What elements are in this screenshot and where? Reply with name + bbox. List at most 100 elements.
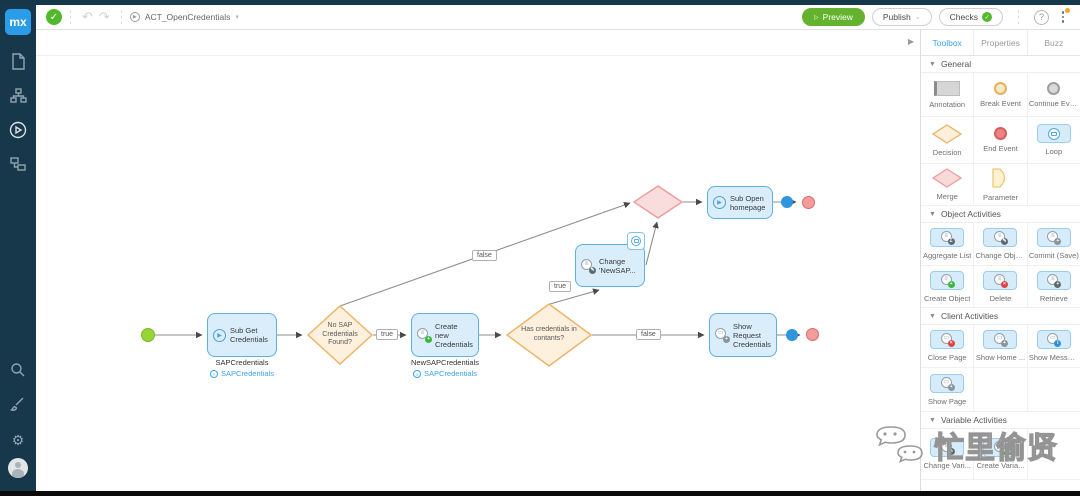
toolbox-item-annotation[interactable]: Annotation [921,73,975,117]
toolbox-item-change-variable[interactable]: ≡✎ Change Vari... [921,429,975,480]
section-general[interactable]: ▼ General [921,56,1080,73]
sidebar-item-settings[interactable]: ⚙ [0,423,36,457]
chevron-down-icon: ▼ [929,416,936,424]
aggregate-list-icon: ≡Σ [930,228,965,247]
section-title: Client Activities [940,311,999,321]
toolbox-item-delete[interactable]: ≡× Delete [974,266,1028,308]
toolbox-item-show-page[interactable]: ▭+ Show Page [921,368,975,412]
condition-label-false[interactable]: false [636,329,661,340]
sidebar-item-account[interactable] [0,457,36,491]
condition-label-true[interactable]: true [376,329,399,340]
condition-label-false[interactable]: false [472,250,497,261]
toolbox-item-decision[interactable]: Decision [921,117,975,164]
toolbox-item-show-home[interactable]: ▭+ Show Home ... [974,325,1028,368]
toolbox-item-aggregate-list[interactable]: ≡Σ Aggregate List [921,223,975,266]
toolbox-item-show-message[interactable]: ▭i Show Message [1027,325,1080,368]
section-object-activities[interactable]: ▼ Object Activities [921,206,1080,223]
toolbox-item-continue-event[interactable]: Continue Event [1027,73,1080,117]
sidebar-item-pages[interactable] [0,47,36,81]
checks-button[interactable]: Checks ✓ [938,8,1003,26]
window-bottom-strip [0,491,1080,496]
entity-link-label: SAPCredentials [221,369,274,378]
decision-has-credentials[interactable]: Has credentials in contants? [505,303,593,367]
activity-sub-get-credentials[interactable]: ▶ Sub Get Credentials [207,313,277,357]
variable-name: NewSAPCredentials [411,358,479,367]
activity-show-request-credentials[interactable]: ▭+ Show Request Credentials [709,313,777,357]
chevron-down-icon: ▾ [235,14,239,21]
entity-icon: ≡ [210,369,219,378]
breakpoint-dot[interactable] [786,329,798,341]
toolbox-item-create-variable[interactable]: ≡+ Create Varia... [974,429,1028,480]
toolbox-item-create-object[interactable]: ≡+ Create Object [921,266,975,308]
activity-create-new-credentials[interactable]: ≡+ Create new Credentials [411,313,479,357]
toolbox-item-commit-save[interactable]: ≡+ Commit (Save) [1027,223,1080,266]
activity-label: Create new Credentials [435,321,473,349]
merge-icon [932,168,963,188]
end-event[interactable] [806,328,819,341]
parameter-icon [992,168,1006,188]
entity-link[interactable]: ≡ SAPCredentials [400,369,490,378]
toolbox-item-merge[interactable]: Merge [921,164,975,206]
breakpoint-dot[interactable] [781,196,793,208]
checks-button-label: Checks [949,12,978,22]
continue-event-icon [1047,81,1061,95]
start-event[interactable] [141,328,155,342]
toolbox-item-parameter[interactable]: Parameter [974,164,1028,206]
chevron-down-icon: ⌄ [914,14,921,21]
show-message-icon: ▭i [1036,330,1071,349]
undo-icon[interactable]: ↶ [82,9,93,24]
chevron-down-icon: ▼ [929,312,936,320]
tab-properties[interactable]: Properties [974,30,1028,55]
microflow-canvas[interactable]: ▶ ▶ Sub Get Credentials SAPCredentials [36,30,920,491]
toolbox-item-break-event[interactable]: Break Event [974,73,1028,117]
section-title: General [940,59,972,69]
activity-label: Sub Open homepage [730,193,766,212]
redo-icon[interactable]: ↷ [98,9,110,24]
chevron-down-icon: ▼ [929,210,936,218]
notification-dot [1065,8,1070,13]
entity-link-label: SAPCredentials [424,369,477,378]
create-object-icon: ≡+ [930,270,965,290]
end-event[interactable] [802,196,815,209]
section-variable-activities[interactable]: ▼ Variable Activities [921,412,1080,429]
condition-label-true[interactable]: true [549,281,572,292]
sidebar-item-microflows[interactable] [0,115,36,149]
entity-link[interactable]: ≡ SAPCredentials [197,369,287,378]
section-client-activities[interactable]: ▼ Client Activities [921,308,1080,325]
sidebar-item-domain-model[interactable] [0,149,36,183]
sidebar-item-search[interactable] [0,355,36,389]
toolbox-item-loop[interactable]: Loop [1027,117,1080,164]
tab-buzz[interactable]: Buzz [1044,37,1064,48]
toolbox-item-change-object[interactable]: ≡✎ Change Object [974,223,1028,266]
activity-sub-open-homepage[interactable]: ▶ Sub Open homepage [707,186,773,219]
mendix-logo[interactable]: mx [5,9,31,35]
subflow-call-icon: ▶ [713,196,726,209]
app-sidebar: mx ⚙ [0,0,36,491]
document-tab[interactable]: ▶ ACT_OpenCredentials ▾ [129,12,239,22]
toolbox-item-close-page[interactable]: ▭× Close Page [921,325,975,368]
toolbox-empty-cell [974,368,1028,412]
show-home-icon: ▭+ [983,330,1018,349]
retrieve-icon: ≡+ [1036,270,1071,290]
canvas-subbar [36,30,920,56]
tab-toolbox[interactable]: Toolbox [921,30,975,55]
consistency-check-icon: ✓ [46,9,62,25]
activity-change-newsap[interactable]: ≡✎ Change 'NewSAP... [575,244,645,287]
window-top-strip [0,0,1080,5]
toolbox-empty-cell [1027,429,1080,480]
sidebar-item-theme[interactable] [0,389,36,423]
kebab-menu-icon[interactable] [1056,8,1070,25]
delete-icon: ≡× [983,270,1018,290]
sidebar-item-navigation[interactable] [0,81,36,115]
entity-icon: ≡ [413,369,422,378]
decision-no-sap-credentials[interactable]: No SAP Credentials Found? [306,305,374,365]
toolbox-item-retrieve[interactable]: ≡+ Retrieve [1027,266,1080,308]
publish-button[interactable]: Publish ⌄ [871,8,932,26]
collapse-panel-arrow[interactable]: ▶ [907,37,914,46]
preview-button[interactable]: ▷ Preview [802,8,865,26]
merge-node[interactable] [632,185,684,219]
toolbox-item-end-event[interactable]: End Event [974,117,1028,164]
show-page-icon: ▭+ [930,373,965,393]
help-icon[interactable]: ? [1034,9,1049,25]
list-indicator-icon[interactable] [627,232,645,250]
